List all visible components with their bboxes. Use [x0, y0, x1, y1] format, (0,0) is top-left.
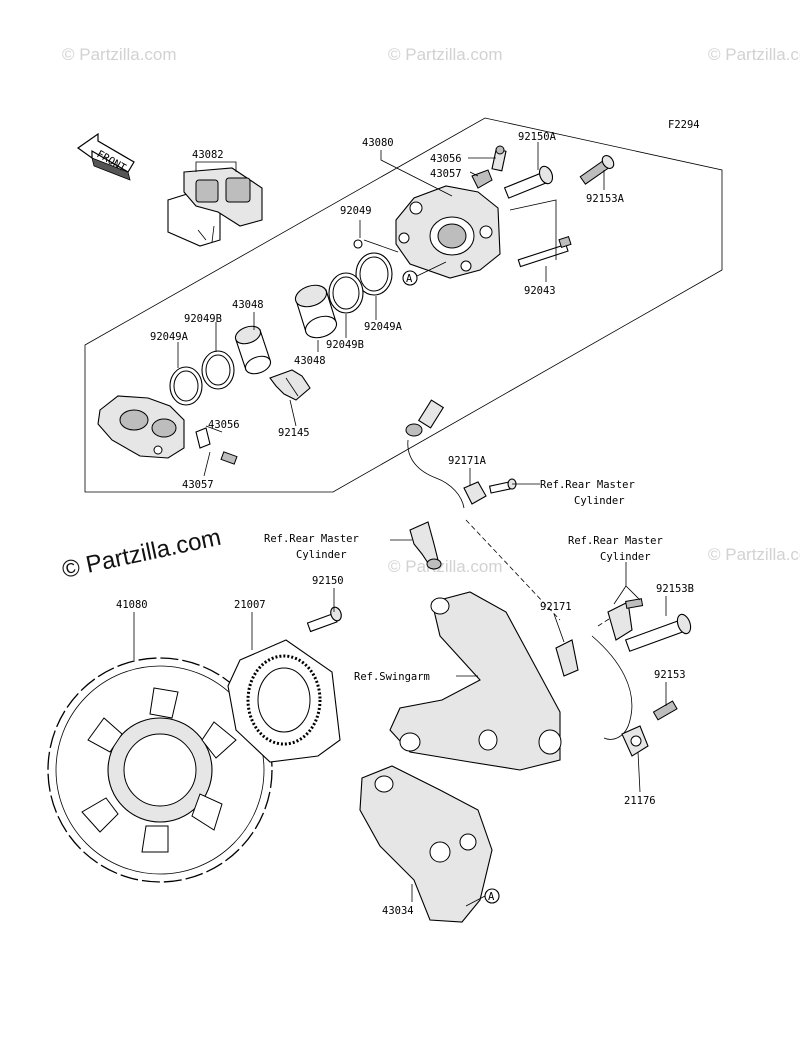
ref-swingarm: Ref.Swingarm: [354, 671, 430, 683]
bleeder-valve-bottom: [195, 427, 238, 465]
front-arrow-icon: FRONT: [76, 132, 135, 181]
part-labels: 43082 43080 92150A 43056 43057 92153A 92…: [116, 131, 694, 917]
part-label-41080: 41080: [116, 599, 148, 611]
part-label-92150A: 92150A: [518, 131, 557, 143]
brake-disc-41080: [47, 657, 273, 883]
watermark: © Partzilla.com: [388, 557, 503, 576]
clamp-21176: [621, 725, 649, 757]
brake-pads: [167, 167, 263, 247]
reference-labels: Ref.Rear Master Cylinder Ref.Rear Master…: [264, 479, 663, 683]
part-label-92171A: 92171A: [448, 455, 487, 467]
part-label-92049: 92049: [340, 205, 372, 217]
piston-43048-bottom: [234, 325, 272, 375]
part-label-21007: 21007: [234, 599, 266, 611]
ref-rear-master-1-line2: Cylinder: [574, 495, 625, 507]
pad-spring-92145: [269, 369, 311, 401]
part-label-43048: 43048: [232, 299, 264, 311]
caliper-body-top: [395, 185, 501, 279]
ref-rear-master-3: Ref.Rear Master: [568, 535, 663, 547]
pin-92043: [517, 236, 572, 268]
part-label-92145: 92145: [278, 427, 310, 439]
diagram-code: F2294: [668, 119, 700, 131]
part-label-92049A: 92049A: [150, 331, 189, 343]
guide-line: [465, 519, 561, 621]
watermark: © Partzilla.com: [388, 45, 503, 64]
part-label-43056: 43056: [208, 419, 240, 431]
piston-43048-top: [294, 284, 338, 339]
callout-a-bottom: A: [465, 888, 500, 907]
part-label-92049A: 92049A: [364, 321, 403, 333]
part-label-21176: 21176: [624, 795, 656, 807]
ref-rear-master-2-line2: Cylinder: [296, 549, 347, 561]
svg-text:A: A: [406, 273, 413, 285]
abs-rotor-21007: [227, 639, 341, 763]
ref-rear-master-2: Ref.Rear Master: [264, 533, 359, 545]
master-cylinder-fitting: [409, 521, 442, 570]
part-label-43080: 43080: [362, 137, 394, 149]
watermark-main: © Partzilla.com: [60, 524, 224, 584]
callout-a-top: A: [402, 261, 447, 286]
part-label-92171: 92171: [540, 601, 572, 613]
ref-rear-master-3-line2: Cylinder: [600, 551, 651, 563]
part-label-92043: 92043: [524, 285, 556, 297]
svg-text:A: A: [488, 891, 495, 903]
bolt-small: [625, 598, 644, 609]
sensor-bracket: [555, 601, 633, 740]
watermark: © Partzilla.com: [708, 545, 800, 564]
bleeder-valve-top: [471, 145, 507, 189]
oring-92049: [353, 239, 363, 249]
bolt-92153A: [579, 155, 615, 185]
part-label-43048: 43048: [294, 355, 326, 367]
caliper-assembly-box: [84, 117, 723, 493]
part-label-43057: 43057: [430, 168, 462, 180]
part-label-92153B: 92153B: [656, 583, 694, 595]
caliper-body-bottom: [97, 395, 185, 459]
part-label-92049B: 92049B: [184, 313, 222, 325]
ref-rear-master-1: Ref.Rear Master: [540, 479, 635, 491]
part-label-92153: 92153: [654, 669, 686, 681]
bolt-92153: [652, 700, 678, 721]
bolt-92171A: [488, 478, 517, 494]
part-label-92150: 92150: [312, 575, 344, 587]
leader-lines: [133, 142, 667, 902]
watermark: © Partzilla.com: [708, 45, 800, 64]
guide-line: [597, 611, 621, 627]
slide-pin-92150A: [503, 165, 554, 199]
bolt-92153B: [624, 613, 692, 652]
bolt-92150: [306, 606, 342, 633]
part-label-43082: 43082: [192, 149, 224, 161]
part-label-43057: 43057: [182, 479, 214, 491]
part-label-92049B: 92049B: [326, 339, 364, 351]
watermark: © Partzilla.com: [62, 45, 177, 64]
part-label-43034: 43034: [382, 905, 414, 917]
part-label-92153A: 92153A: [586, 193, 625, 205]
swingarm: [389, 591, 562, 771]
abs-sensor: [405, 399, 487, 509]
caliper-bracket-43034: [359, 765, 493, 923]
part-label-43056: 43056: [430, 153, 462, 165]
